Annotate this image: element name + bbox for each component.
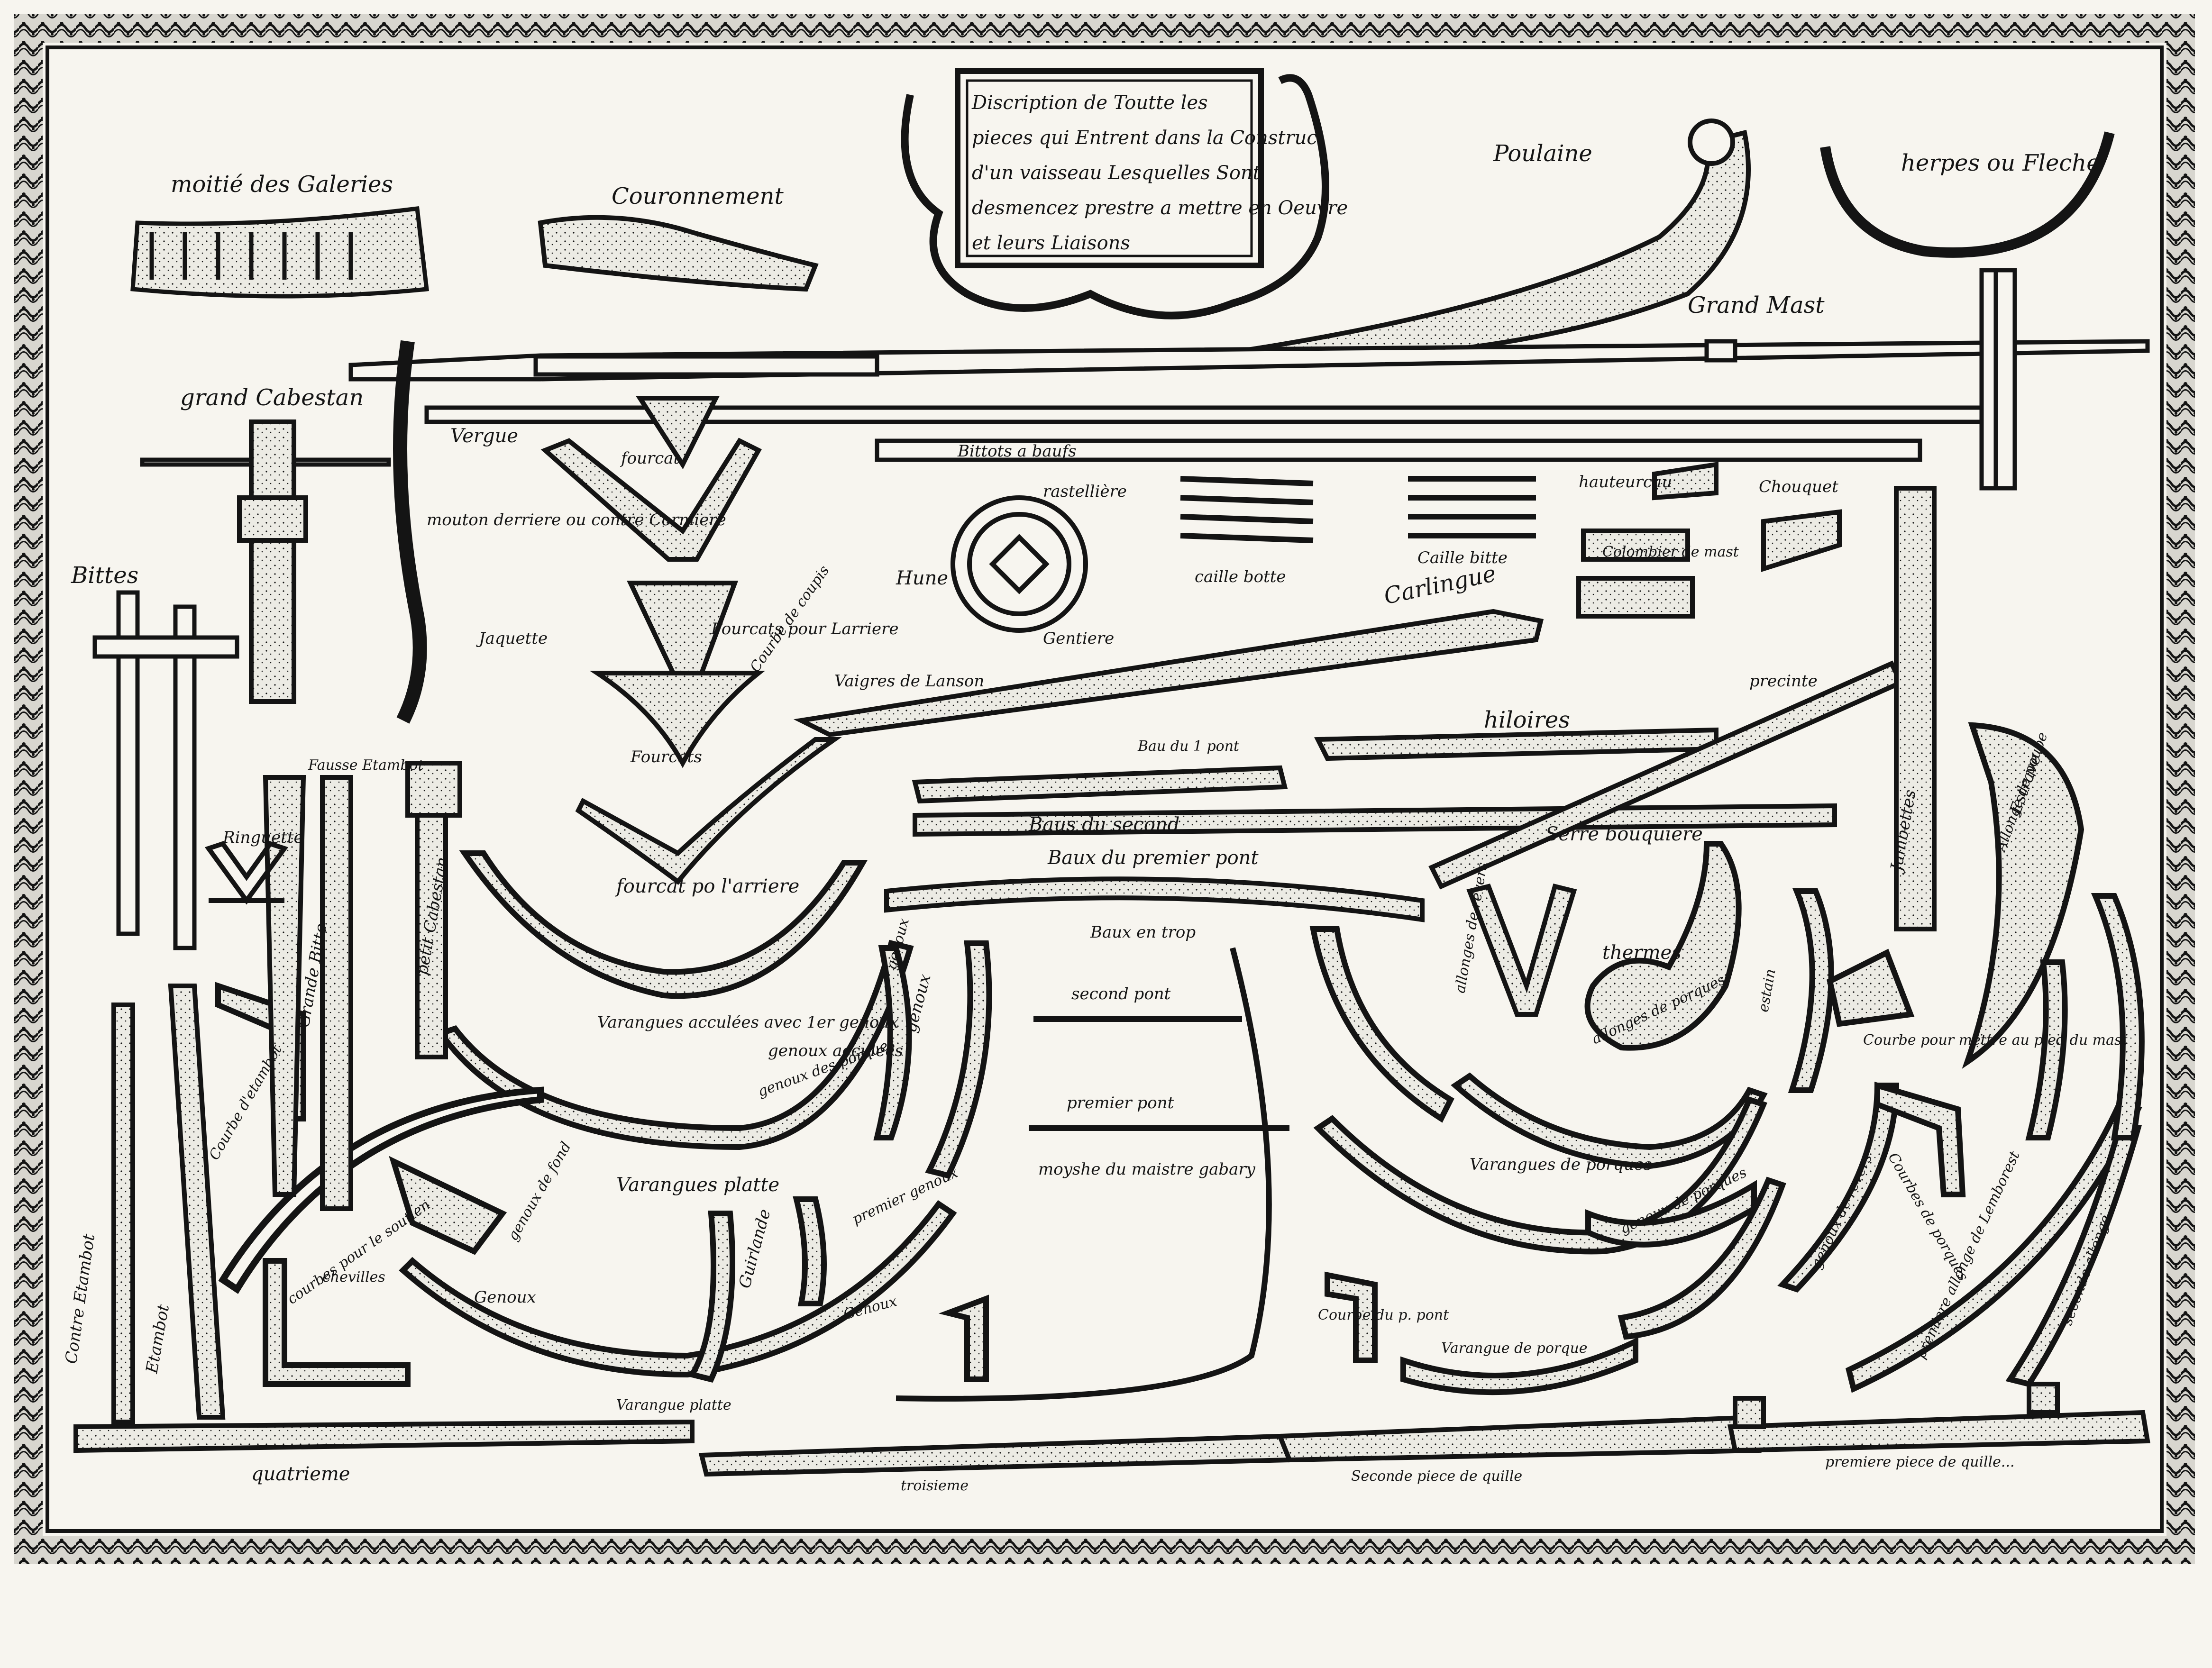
label-deck-knee: Courbe du p. pont bbox=[1318, 1307, 1449, 1323]
crotch-timbers bbox=[540, 396, 766, 768]
label-second-beams: Baus du second bbox=[1029, 814, 1180, 836]
floor-timber-rising bbox=[459, 850, 868, 999]
label-rail-arc: herpes ou Fleche bbox=[1901, 150, 2100, 176]
label-breast-beam: Serre bouquiere bbox=[1545, 823, 1703, 845]
label-thermes: thermes bbox=[1602, 942, 1682, 964]
label-galleries: moitié des Galeries bbox=[171, 171, 393, 198]
label-rising-floors: Varangues acculées avec 1er genoux bbox=[597, 1013, 899, 1032]
right-frame-pieces bbox=[1585, 888, 2145, 1393]
label-great-capstan: grand Cabestan bbox=[180, 384, 364, 411]
y-timber-right bbox=[1466, 883, 1577, 1017]
fighting-top-drawing bbox=[951, 495, 1088, 633]
bitts-drawing bbox=[92, 590, 239, 950]
cartouche-title: Discription de Toutte les pieces qui Ent… bbox=[972, 85, 1348, 261]
label-ringuette: Ringuette bbox=[223, 828, 303, 847]
label-flat-floors: Varangues platte bbox=[616, 1174, 780, 1196]
deck-beam bbox=[884, 876, 1425, 922]
label-stern-post: mouton derriere ou contre Cormiere bbox=[427, 510, 726, 529]
decorative-frame bbox=[14, 14, 2195, 1564]
small-capstan bbox=[263, 761, 462, 1197]
crown-ornament bbox=[538, 215, 819, 292]
label-rider-floors: Varangues de porques bbox=[1470, 1155, 1652, 1174]
label-mast-step: Colombier de mast bbox=[1602, 544, 1739, 560]
sternpost-right bbox=[1894, 486, 1937, 931]
label-aft-crotch: Fourcats pour Larriere bbox=[711, 620, 899, 638]
cap-blocks bbox=[1576, 462, 1842, 619]
keel-pieces bbox=[73, 1382, 2150, 1477]
cartouche-line-4: desmencez prestre a mettre en Oeuvre bbox=[972, 197, 1348, 219]
label-beakhead: Poulaine bbox=[1493, 140, 1592, 167]
small-cross-piece bbox=[204, 841, 289, 905]
label-midship-frame: moyshe du maistre gabary bbox=[1038, 1160, 1255, 1179]
large-rib-arc bbox=[218, 1086, 544, 1294]
label-fourth: quatrieme bbox=[251, 1463, 350, 1485]
label-hauteurcau: hauteurcau bbox=[1579, 473, 1673, 492]
figurehead-ornament bbox=[1584, 841, 1742, 1051]
capstan-drawing bbox=[237, 419, 308, 704]
title-cartouche bbox=[901, 68, 1329, 319]
label-wale: precinte bbox=[1749, 672, 1818, 691]
cartouche-line-5: et leurs Liaisons bbox=[972, 232, 1130, 254]
label-crown: Couronnement bbox=[612, 183, 784, 210]
label-mast-foot-knee: Courbe pour mettre au pied du mast bbox=[1863, 1032, 2128, 1048]
stern-post-drawing bbox=[393, 340, 427, 724]
label-first-deck-beam: Bau du 1 pont bbox=[1138, 738, 1240, 755]
label-first-deck-beams: Baux du premier pont bbox=[1048, 847, 1259, 869]
label-flat-floor: Varangue platte bbox=[616, 1397, 731, 1413]
label-second-keel: Seconde piece de quille bbox=[1351, 1468, 1523, 1485]
label-grating-1: caille botte bbox=[1195, 567, 1286, 586]
label-first-keel: premiere piece de quille... bbox=[1825, 1454, 2015, 1470]
label-crotches: Fourcats bbox=[631, 747, 702, 766]
cartouche-line-3: d'un vaisseau Lesquelles Sont bbox=[972, 162, 1261, 184]
label-aft-crotch-2: fourcat po l'arriere bbox=[616, 875, 800, 897]
label-futtock-3: Genoux bbox=[474, 1288, 536, 1307]
label-third: troisieme bbox=[901, 1477, 969, 1494]
breast-hook-beam bbox=[1428, 660, 1904, 890]
riders-timbers bbox=[1309, 926, 1768, 1395]
label-top: Hune bbox=[896, 567, 949, 589]
label-second-deck: second pont bbox=[1071, 984, 1171, 1003]
gratings bbox=[1180, 476, 1536, 543]
label-rider-floor: Varangue de porque bbox=[1441, 1340, 1588, 1357]
label-grating-2: Caille bitte bbox=[1417, 548, 1508, 567]
label-false-sternpost: Fausse Etambot bbox=[308, 757, 424, 774]
sternpost-pieces bbox=[111, 766, 453, 1424]
label-jaquette: Jaquette bbox=[479, 629, 548, 648]
beakhead-drawing bbox=[1234, 118, 1751, 363]
label-gentiere: Gentiere bbox=[1043, 629, 1115, 648]
label-lining: Vaigres de Lanson bbox=[834, 672, 985, 691]
mast-and-spars bbox=[140, 268, 2150, 491]
cartouche-line-2: pieces qui Entrent dans la Construc- bbox=[972, 127, 1324, 149]
keelson-stepped bbox=[793, 609, 1837, 837]
label-bitt-heads: Bittots a baufs bbox=[958, 442, 1077, 461]
label-main-mast: Grand Mast bbox=[1688, 292, 1825, 319]
cartouche-line-1: Discription de Toutte les bbox=[972, 92, 1208, 114]
label-cap: Chouquet bbox=[1759, 477, 1838, 496]
label-crotch: fourcat bbox=[621, 449, 680, 468]
midship-frame bbox=[896, 947, 1289, 1402]
aft-crotch-timber bbox=[575, 737, 842, 885]
label-pins: chevilles bbox=[322, 1269, 385, 1285]
label-first-deck: premier pont bbox=[1067, 1094, 1174, 1112]
rail-arc-drawing bbox=[1820, 131, 2115, 258]
label-rising-futtocks: genoux acculées bbox=[768, 1041, 903, 1060]
frame-futtocks bbox=[399, 939, 992, 1383]
galleries-drawing bbox=[130, 206, 430, 299]
stem-drawing bbox=[1962, 722, 2084, 1069]
label-rack: rastellière bbox=[1043, 482, 1127, 501]
label-yard: Vergue bbox=[450, 425, 519, 447]
label-extra-beams: Baux en trop bbox=[1090, 923, 1196, 942]
label-bitts: Bittes bbox=[71, 562, 139, 589]
label-coamings: hiloires bbox=[1484, 707, 1570, 733]
